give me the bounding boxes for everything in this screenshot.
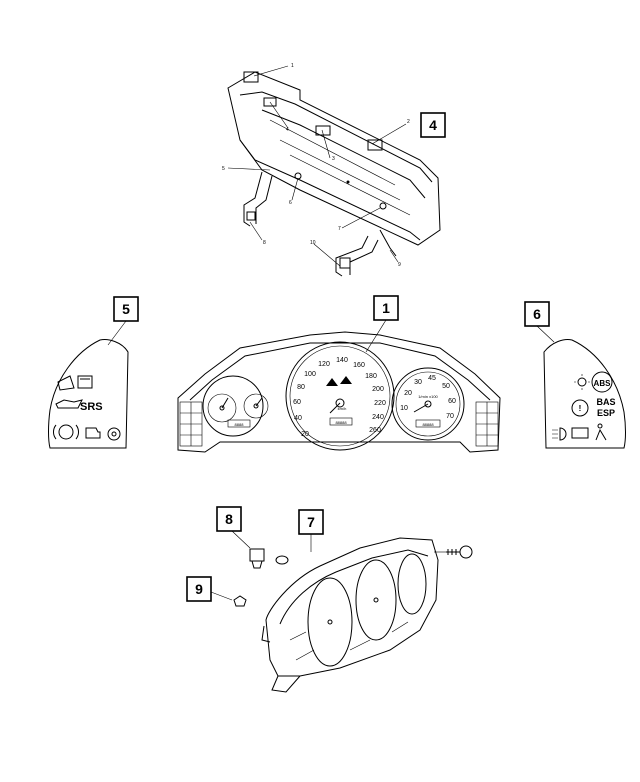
tach-unit: 1/min x100 — [418, 394, 438, 399]
odometer-display: 88888 — [335, 420, 347, 425]
svg-text:8: 8 — [225, 511, 233, 527]
arrow-left-icon — [326, 378, 338, 386]
engine-icon — [85, 427, 101, 439]
left-vent-grid — [179, 401, 203, 447]
bracket-label-5: 5 — [222, 166, 225, 172]
washer-fluid-icon — [57, 375, 75, 391]
speed-160: 160 — [353, 362, 365, 369]
bracket-label-6: 6 — [289, 200, 292, 206]
left-indicator-panel: SRS — [48, 339, 129, 449]
fuel-icon — [77, 375, 93, 389]
speedometer: 20 40 60 80 100 120 140 160 180 200 220 … — [285, 341, 395, 451]
callout-9[interactable]: 9 — [186, 576, 212, 602]
svg-text:9: 9 — [195, 581, 203, 597]
bracket-label-2: 2 — [407, 119, 410, 125]
left-gauge: 8888 — [202, 375, 269, 437]
svg-text:6: 6 — [533, 306, 541, 322]
cluster-housing — [261, 537, 439, 693]
left-display: 8888 — [235, 422, 245, 427]
light-icon — [574, 374, 590, 390]
instrument-cluster: 20 40 60 80 100 120 140 160 180 200 220 … — [177, 331, 501, 453]
bulb-small — [233, 595, 247, 607]
seatbelt-icon — [595, 423, 607, 441]
svg-text:5: 5 — [122, 301, 130, 317]
speed-20: 20 — [301, 431, 309, 438]
tach-30: 30 — [414, 379, 422, 386]
svg-text:7: 7 — [307, 514, 315, 530]
right-indicator-panel: ABS ! BAS ESP — [543, 339, 626, 449]
svg-text:ABS: ABS — [594, 379, 612, 388]
tach-60: 60 — [448, 398, 456, 405]
callout-1-leader — [365, 319, 387, 353]
bracket-label-8: 8 — [263, 240, 266, 246]
bracket-label-9: 9 — [398, 262, 401, 268]
tach-display: 88888 — [422, 422, 434, 427]
bracket-label-10: 10 — [310, 240, 316, 246]
bracket-part-labels: 1 2 3 4 5 6 7 8 10 9 — [222, 63, 410, 268]
tachometer: 10 20 30 45 50 60 70 1/min x100 88888 — [391, 367, 465, 441]
bracket-label-7: 7 — [338, 226, 341, 232]
tach-10: 10 — [400, 405, 408, 412]
warning-triangle-icon — [340, 376, 352, 384]
speed-80: 80 — [297, 384, 305, 391]
speed-180: 180 — [365, 373, 377, 380]
battery-icon — [571, 427, 589, 439]
callout-1[interactable]: 1 — [373, 295, 399, 321]
callout-7[interactable]: 7 — [298, 509, 324, 535]
callout-5[interactable]: 5 — [113, 296, 139, 322]
headlight-icon — [552, 427, 567, 441]
abs-icon: ABS — [591, 371, 613, 393]
esp-label: ESP — [597, 408, 615, 418]
speed-200: 200 — [372, 386, 384, 393]
callout-8-leader — [231, 530, 251, 549]
oil-pressure-icon — [55, 399, 83, 409]
steering-icon — [107, 427, 121, 441]
svg-text:4: 4 — [429, 117, 437, 133]
tach-20: 20 — [404, 390, 412, 397]
callout-4[interactable]: 4 — [420, 112, 446, 138]
callout-5-leader — [107, 320, 127, 346]
speed-40: 40 — [294, 415, 302, 422]
speed-unit: km/h — [338, 406, 347, 411]
speed-60: 60 — [293, 399, 301, 406]
tach-45: 45 — [428, 375, 436, 382]
bracket-label-1: 1 — [291, 63, 294, 69]
speed-240: 240 — [372, 414, 384, 421]
speed-260: 260 — [369, 427, 381, 434]
bulb-socket-large — [249, 548, 289, 569]
bas-label: BAS — [596, 397, 615, 407]
screw — [446, 545, 473, 559]
right-vent-grid — [475, 401, 499, 447]
callout-9-leader — [210, 591, 233, 601]
brake-warning-icon: ! — [571, 399, 589, 417]
callout-6-leader — [536, 325, 555, 343]
brake-icon — [52, 424, 80, 440]
tach-70: 70 — [446, 413, 454, 420]
speed-120: 120 — [318, 361, 330, 368]
mounting-bracket — [227, 65, 441, 277]
callout-6[interactable]: 6 — [524, 301, 550, 327]
speed-220: 220 — [374, 400, 386, 407]
bracket-label-4: 4 — [286, 127, 289, 133]
speed-100: 100 — [304, 371, 316, 378]
callout-8[interactable]: 8 — [216, 506, 242, 532]
svg-text:1: 1 — [382, 300, 390, 316]
svg-text:!: ! — [579, 404, 582, 413]
srs-label: SRS — [80, 401, 103, 413]
bracket-label-3: 3 — [332, 156, 335, 162]
speed-140: 140 — [336, 357, 348, 364]
tach-50: 50 — [442, 383, 450, 390]
